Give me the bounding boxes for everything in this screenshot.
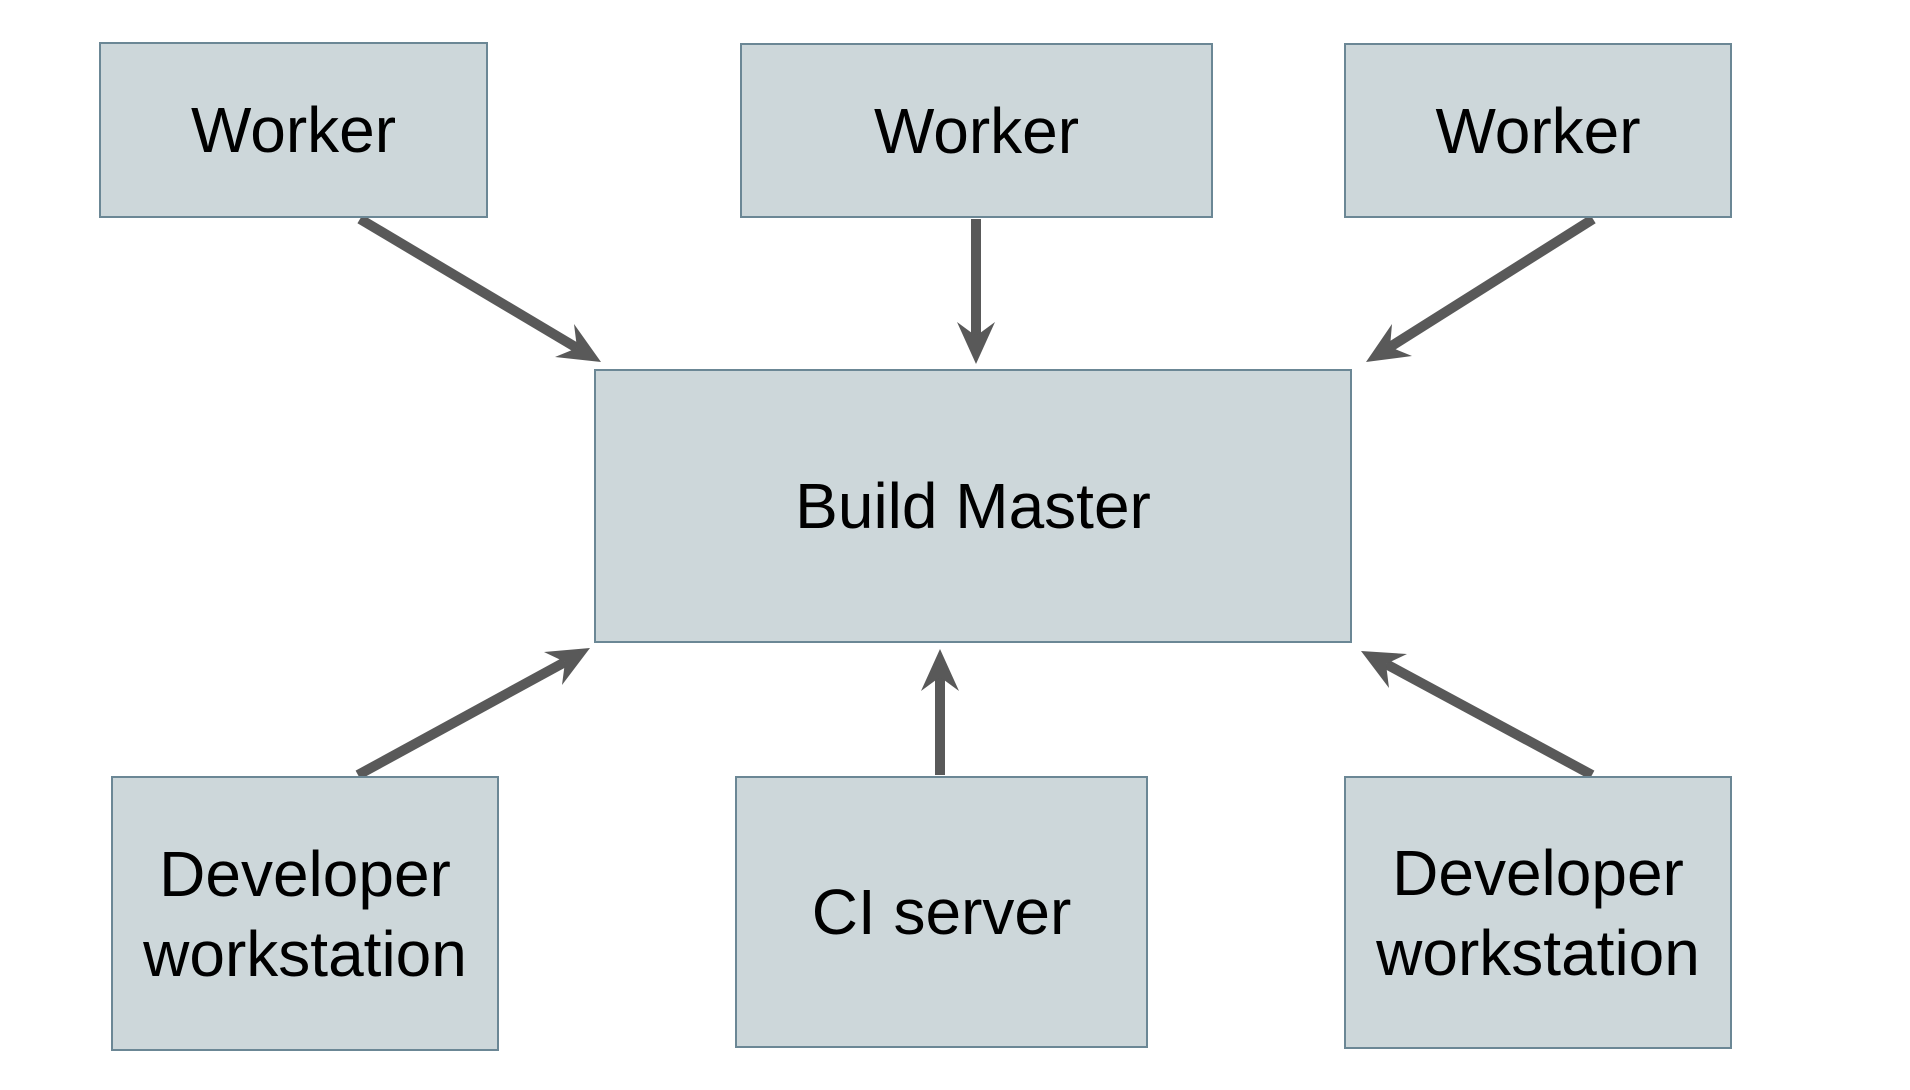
- node-label: Build Master: [795, 470, 1151, 542]
- node-ci-server: CI server: [735, 776, 1148, 1048]
- arrowhead: [921, 649, 959, 691]
- node-build-master: Build Master: [594, 369, 1352, 643]
- node-label: Worker: [190, 94, 397, 166]
- node-label: CI server: [811, 876, 1072, 948]
- node-label: Worker: [1435, 94, 1641, 167]
- arrowhead: [957, 322, 995, 364]
- node-label: Developer workstation: [143, 837, 467, 990]
- arrowhead: [544, 648, 590, 685]
- arrow-worker-top-right-to-build-master: [1366, 214, 1596, 362]
- arrow-developer-workstation-right-to-build-master: [1361, 651, 1595, 780]
- arrow-developer-workstation-left-to-build-master: [355, 648, 590, 780]
- node-label: Developer workstation: [1376, 836, 1700, 989]
- node-developer-workstation-left: Developer workstation: [111, 776, 499, 1051]
- node-developer-workstation-right: Developer workstation: [1344, 776, 1732, 1049]
- node-label: Worker: [873, 94, 1080, 167]
- arrowhead: [1366, 324, 1412, 362]
- arrowhead: [555, 324, 601, 362]
- node-worker-top-center: Worker: [740, 43, 1213, 218]
- arrow-worker-top-left-to-build-master: [357, 214, 601, 362]
- arrowhead: [1361, 651, 1407, 688]
- node-worker-top-left: Worker: [99, 42, 488, 218]
- arrow-worker-top-center-to-build-master: [957, 219, 995, 364]
- arrow-ci-server-to-build-master: [921, 649, 959, 775]
- node-worker-top-right: Worker: [1344, 43, 1732, 218]
